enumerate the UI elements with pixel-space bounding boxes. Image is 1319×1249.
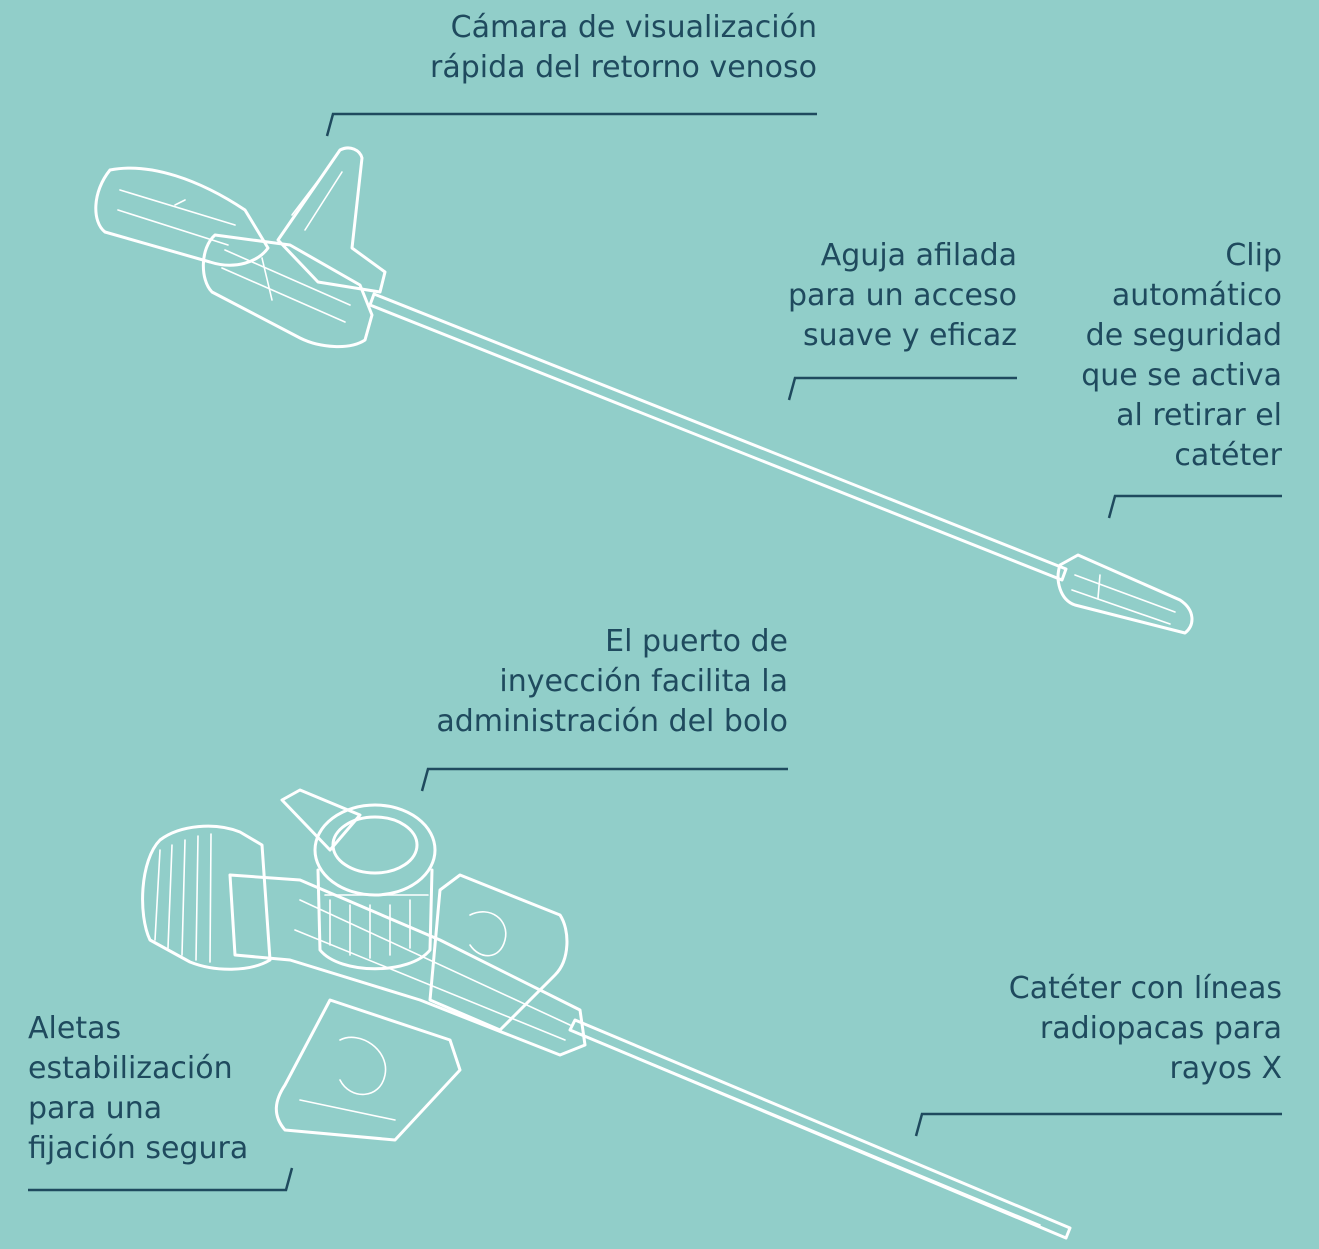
luer-cap <box>141 824 272 971</box>
catheter-hub <box>201 233 374 349</box>
label-puerto: El puerto de inyección facilita la admin… <box>436 622 788 742</box>
label-aguja-line-1: Aguja afilada <box>820 238 1017 273</box>
safety-clip <box>1056 553 1194 635</box>
label-aguja-line-3: suave y eficaz <box>802 318 1017 353</box>
label-puerto-line-2: inyección facilita la <box>499 664 788 699</box>
leader-camara <box>325 112 817 137</box>
label-camara-line-2: rápida del retorno venoso <box>430 50 817 85</box>
leader-puerto <box>420 767 788 792</box>
label-clip-line-3: de seguridad <box>1085 318 1282 353</box>
label-clip: Clip automático de seguridad que se acti… <box>1081 236 1282 476</box>
stabilization-wing-right <box>428 873 569 1032</box>
label-clip-line-4: que se activa <box>1081 358 1282 393</box>
flashback-chamber <box>94 166 270 267</box>
iv-cannula-illustration <box>141 788 1072 1240</box>
leader-clip <box>1107 494 1282 519</box>
label-aletas-line-4: fijación segura <box>28 1131 249 1166</box>
label-camara: Cámara de visualización rápida del retor… <box>430 8 817 88</box>
label-clip-line-5: al retirar el <box>1116 398 1282 433</box>
stabilization-wing-left <box>274 998 462 1142</box>
injection-port-lid <box>280 788 362 852</box>
leader-aletas <box>28 1167 294 1192</box>
leader-cateter <box>914 1112 1282 1137</box>
label-aletas-line-2: estabilización <box>28 1051 233 1086</box>
valve-fin <box>276 146 387 294</box>
label-aletas-line-3: para una <box>28 1091 163 1126</box>
needle-shaft <box>368 292 1068 582</box>
label-cateter: Catéter con líneas radiopacas para rayos… <box>1009 969 1282 1089</box>
leader-lines <box>28 112 1282 1192</box>
label-puerto-line-3: administración del bolo <box>436 704 788 739</box>
label-camara-line-1: Cámara de visualización <box>450 10 817 45</box>
label-clip-line-1: Clip <box>1225 238 1282 273</box>
label-clip-line-2: automático <box>1111 278 1282 313</box>
label-clip-line-6: catéter <box>1174 438 1282 473</box>
label-cateter-line-3: rayos X <box>1169 1051 1282 1086</box>
catheter-tube <box>568 1018 1072 1240</box>
label-cateter-line-1: Catéter con líneas <box>1008 971 1282 1006</box>
catheter-needle-illustration <box>94 146 1194 635</box>
label-cateter-line-2: radiopacas para <box>1039 1011 1282 1046</box>
label-aguja: Aguja afilada para un acceso suave y efi… <box>788 236 1017 356</box>
label-aletas: Aletas estabilización para una fijación … <box>28 1009 248 1169</box>
label-aguja-line-2: para un acceso <box>787 278 1017 313</box>
leader-aguja <box>787 376 1017 401</box>
label-puerto-line-1: El puerto de <box>605 624 788 659</box>
label-aletas-line-1: Aletas <box>28 1011 122 1046</box>
